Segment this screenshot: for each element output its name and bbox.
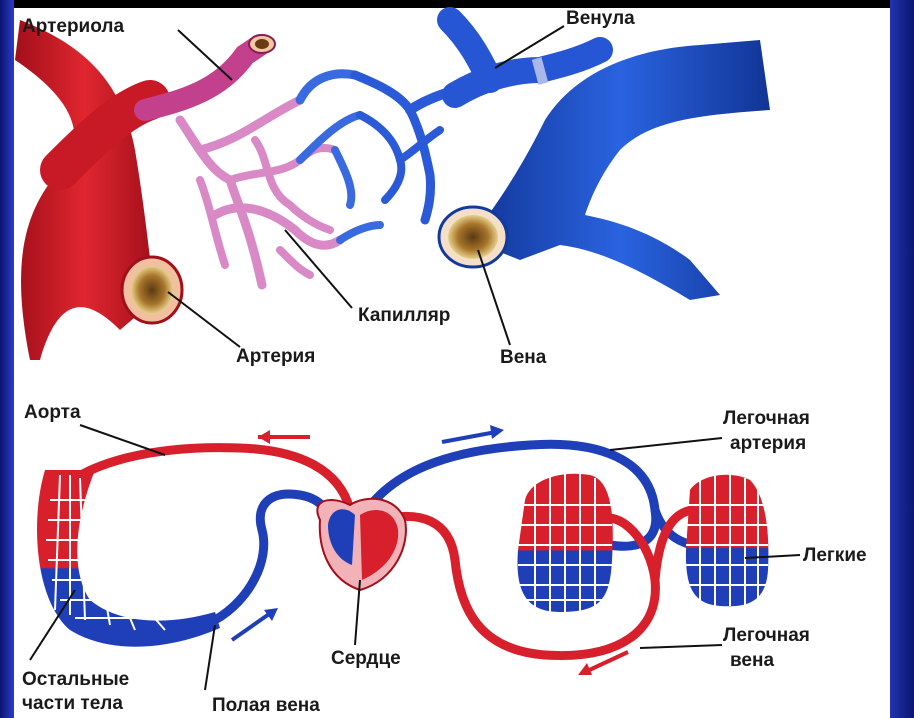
label-arteriole: Артериола (22, 16, 124, 37)
leader-vein (478, 250, 510, 345)
left-lung (517, 472, 612, 612)
label-artery: Артерия (236, 346, 315, 367)
leader-pulmonary-artery (610, 438, 722, 450)
label-heart: Сердце (331, 648, 401, 669)
label-vena-cava: Полая вена (212, 695, 320, 716)
label-other-parts-line2: части тела (22, 693, 123, 714)
label-other-parts-line1: Остальные (22, 669, 129, 690)
leader-vena-cava (205, 625, 215, 690)
arteriole-vessel (145, 35, 275, 110)
heart (317, 499, 406, 590)
arrowhead-pulmonary-artery-icon (490, 425, 504, 439)
leader-artery (168, 292, 240, 347)
label-pulmonary-artery-line1: Легочная (723, 408, 810, 429)
leader-aorta (80, 425, 165, 455)
label-aorta: Аорта (24, 402, 81, 423)
capillary-network (180, 74, 455, 285)
artery-vessel (15, 20, 182, 360)
arrowhead-aorta-icon (258, 430, 270, 444)
leader-pulmonary-vein (640, 645, 722, 648)
label-venule: Венула (566, 8, 635, 29)
vena-cava-vessel (215, 494, 332, 620)
label-pulmonary-vein-line2: вена (730, 650, 774, 671)
body-capillary-bed (37, 470, 220, 647)
label-vein: Вена (500, 347, 547, 368)
label-lungs: Легкие (803, 545, 867, 566)
label-pulmonary-artery-line2: артерия (730, 433, 806, 454)
label-capillary: Капилляр (358, 305, 450, 326)
arrow-pulmonary-artery-icon (442, 432, 496, 442)
right-lung (686, 474, 768, 606)
label-pulmonary-vein-line1: Легочная (723, 625, 810, 646)
arrow-vena-cava-icon (232, 612, 272, 640)
venule-vessel (450, 20, 600, 95)
leader-arteriole (178, 30, 232, 80)
